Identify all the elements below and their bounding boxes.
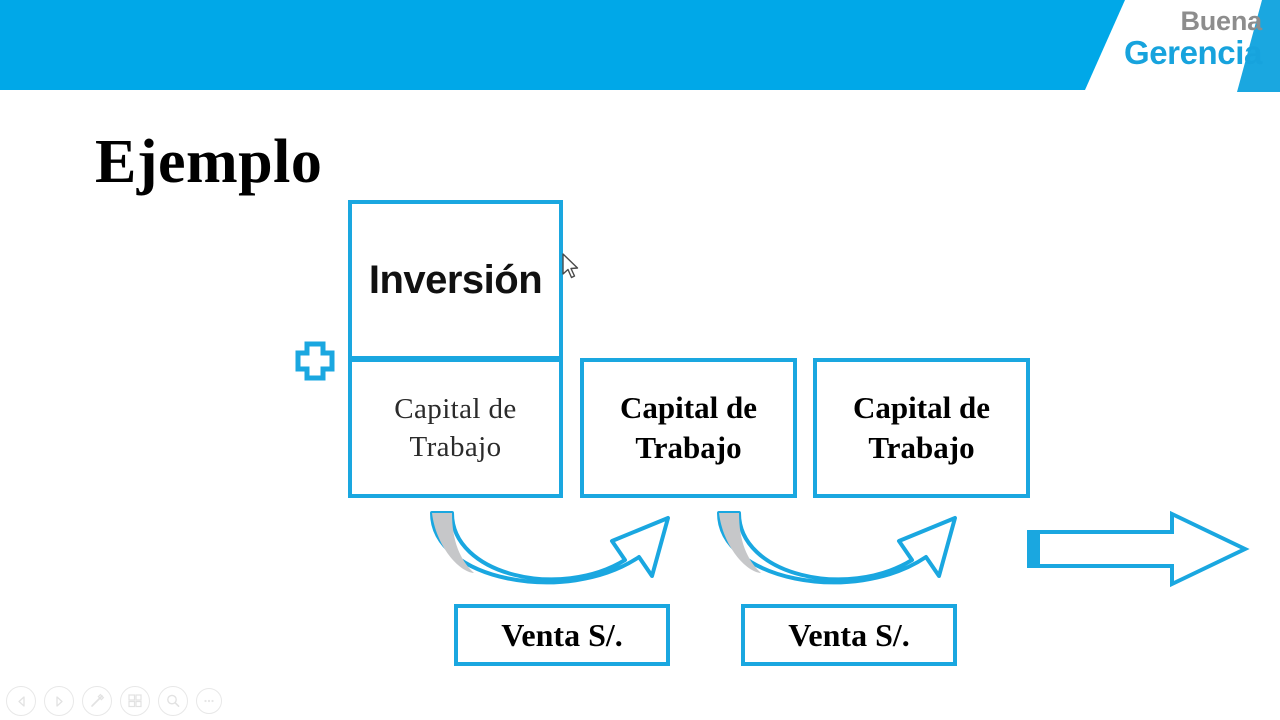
- triangle-left-icon: [17, 695, 25, 707]
- box-capital-trabajo-1: Capital de Trabajo: [580, 358, 797, 498]
- previous-slide-button[interactable]: [6, 686, 36, 716]
- next-slide-button[interactable]: [44, 686, 74, 716]
- ellipsis-icon: [204, 699, 214, 703]
- slide-grid-button[interactable]: [120, 686, 150, 716]
- box-capital-trabajo-2-label: Capital de Trabajo: [853, 389, 990, 465]
- pen-icon: [90, 693, 104, 707]
- grid-icon: [128, 694, 142, 708]
- box-venta-1: Venta S/.: [454, 604, 670, 666]
- logo-line-buena: Buena: [1180, 6, 1262, 36]
- zoom-tool-button[interactable]: [158, 686, 188, 716]
- box-inversion: Inversión: [348, 200, 563, 360]
- more-options-button[interactable]: [196, 688, 222, 714]
- bottom-toolbar[interactable]: [6, 686, 222, 716]
- header-band-main: [0, 0, 1125, 90]
- box-venta-2-label: Venta S/.: [788, 616, 910, 653]
- box-capital-trabajo-2: Capital de Trabajo: [813, 358, 1030, 498]
- box-capital-trabajo-stacked-label: Capital de Trabajo: [394, 392, 517, 463]
- right-arrow-outline-icon: [1027, 510, 1250, 588]
- page-title: Ejemplo: [95, 128, 323, 196]
- logo-line-gerencia: Gerencia: [1123, 33, 1262, 71]
- box-inversion-label: Inversión: [368, 257, 543, 302]
- magnifier-icon: [167, 694, 180, 707]
- mouse-cursor: [562, 253, 579, 279]
- curved-arrow-2: [717, 511, 957, 585]
- curved-arrow-1: [430, 511, 670, 585]
- box-capital-trabajo-1-label: Capital de Trabajo: [620, 389, 757, 465]
- box-venta-1-label: Venta S/.: [501, 616, 623, 653]
- triangle-right-icon: [55, 695, 63, 707]
- box-venta-2: Venta S/.: [741, 604, 957, 666]
- box-capital-trabajo-stacked: Capital de Trabajo: [348, 358, 563, 498]
- plus-icon: [295, 341, 335, 381]
- brand-logo: Buena Gerencia: [1082, 6, 1262, 71]
- pen-tool-button[interactable]: [82, 686, 112, 716]
